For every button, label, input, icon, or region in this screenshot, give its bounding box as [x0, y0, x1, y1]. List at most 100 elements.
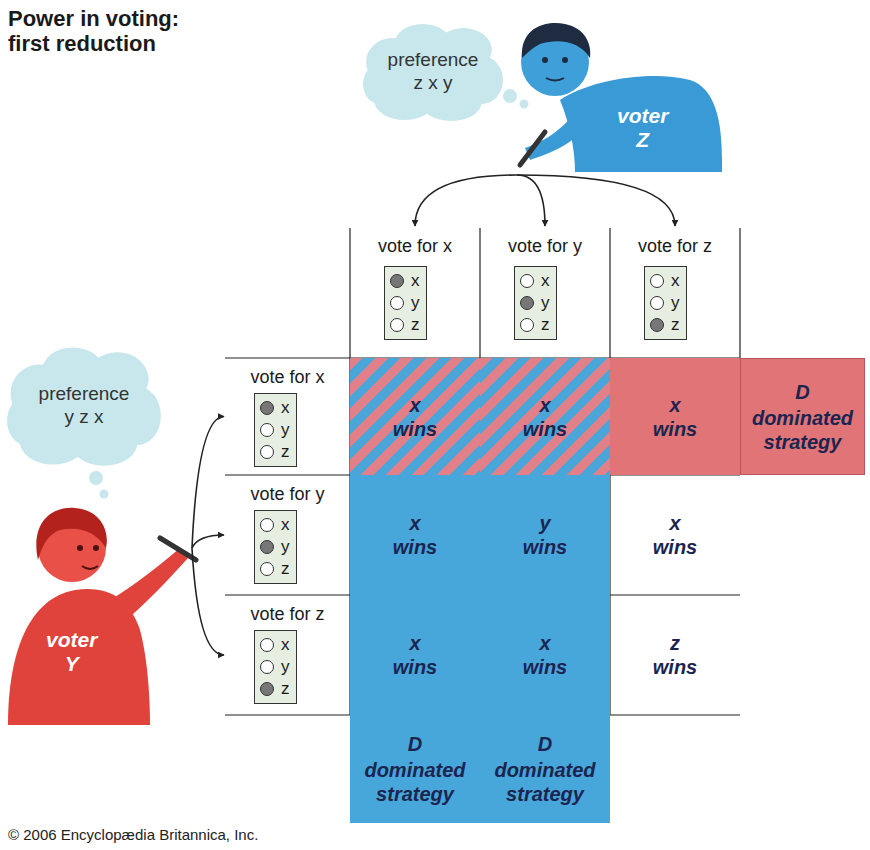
vote-option-header: vote for x xyz: [226, 359, 349, 474]
option-label: vote for x: [378, 236, 452, 257]
thought-dot: [520, 100, 529, 109]
ballot-row: z: [260, 441, 290, 463]
preference-order: z x y: [413, 72, 452, 95]
empty-circle: [520, 274, 534, 288]
voter-z-pen: [520, 132, 545, 165]
grid-lines: [225, 228, 740, 715]
vote-option-header: vote for zxyz: [226, 596, 349, 714]
ballot-option: y: [671, 293, 680, 313]
outcome-text: x wins: [523, 393, 567, 441]
ballot-row: z: [520, 314, 550, 336]
thought-bubble: preferencey z x: [6, 345, 162, 467]
outcome-text: x wins: [393, 393, 437, 441]
outcome-text: x wins: [393, 511, 437, 559]
voter-name: voter Z: [617, 104, 668, 152]
vote-option-header: vote for yxyz: [480, 228, 610, 356]
thought-dot: [503, 89, 517, 103]
preference-order: y z x: [64, 406, 103, 429]
ballot-row: x: [260, 397, 290, 419]
ballot-row: z: [650, 314, 680, 336]
ballot-option: y: [411, 293, 420, 313]
empty-circle: [650, 296, 664, 310]
ballot-option: y: [541, 293, 550, 313]
ballot-row: y: [260, 419, 290, 441]
marked-circle: [520, 296, 534, 310]
vote-choice-arrow: [192, 417, 224, 549]
vote-choice-arrow: [517, 175, 545, 226]
voter-z-figure: [520, 23, 722, 172]
outcome-cell: x wins: [480, 358, 610, 475]
ballot-option: z: [281, 679, 290, 699]
ballot-option: y: [281, 657, 290, 677]
empty-circle: [520, 318, 534, 332]
voter-name: voter Y: [46, 628, 97, 676]
vote-choice-arrow: [192, 535, 224, 548]
ballot: xyz: [384, 266, 427, 340]
outcome-cell: Ddominated strategy: [740, 358, 865, 475]
outcome-cell: y wins: [480, 475, 610, 595]
ballot-option: x: [411, 271, 420, 291]
ballot-option: y: [281, 420, 290, 440]
voter-z-hair: [522, 23, 590, 58]
outcome-text: z wins: [653, 631, 697, 679]
option-label: vote for x: [250, 367, 324, 388]
ballot-option: x: [671, 271, 680, 291]
ballot-option: x: [281, 635, 290, 655]
empty-circle: [390, 296, 404, 310]
ballot-row: z: [390, 314, 420, 336]
voter-z-eye: [562, 57, 568, 63]
ballot-row: z: [260, 678, 290, 700]
diagram-title: Power in voting: first reduction: [8, 6, 223, 57]
ballot-option: z: [411, 315, 420, 335]
voter-figure: voter Y: [0, 470, 192, 722]
ballot: xyz: [254, 630, 297, 704]
voter-y-figure: [8, 508, 196, 725]
ballot-row: x: [260, 634, 290, 656]
dominance-mark: D: [795, 380, 809, 404]
outcome-cell: Ddominated strategy: [480, 715, 610, 823]
outcome-cell: x wins: [480, 595, 610, 715]
ballot: xyz: [644, 266, 687, 340]
preference-label: preference: [39, 383, 130, 406]
empty-circle: [260, 562, 274, 576]
grid-line: [225, 594, 350, 595]
thought-dot: [89, 471, 103, 485]
ballot-row: y: [520, 292, 550, 314]
outcome-text: dominated strategy: [752, 406, 853, 454]
vote-choice-arrow: [415, 175, 517, 226]
outcome-text: dominated strategy: [494, 758, 595, 806]
vote-option-header: vote for y xyz: [226, 476, 349, 594]
empty-circle: [260, 445, 274, 459]
outcome-cell: Ddominated strategy: [350, 715, 480, 823]
option-label: vote for y: [250, 484, 324, 505]
voter-z-eye: [542, 57, 548, 63]
empty-circle: [260, 423, 274, 437]
grid-line: [610, 594, 740, 595]
outcome-text: x wins: [653, 393, 697, 441]
outcome-text: x wins: [653, 511, 697, 559]
grid-line: [225, 474, 350, 475]
voter-y-eye: [77, 545, 83, 551]
ballot-option: z: [281, 442, 290, 462]
vote-option-header: vote for x xyz: [350, 228, 480, 356]
vote-option-header: vote for zxyz: [610, 228, 740, 356]
ballot: xyz: [254, 393, 297, 467]
ballot-option: x: [281, 515, 290, 535]
voter-y-hair: [36, 508, 107, 560]
ballot-option: x: [541, 271, 550, 291]
voter-y-eye: [93, 545, 99, 551]
preference-label: preference: [388, 49, 479, 72]
thought-bubble: preferencez x y: [362, 22, 504, 122]
ballot-row: x: [650, 270, 680, 292]
voter-y-arm: [110, 548, 188, 625]
ballot-option: y: [281, 537, 290, 557]
ballot: xyz: [514, 266, 557, 340]
ballot-option: z: [281, 559, 290, 579]
empty-circle: [260, 518, 274, 532]
outcome-cell: x wins: [611, 476, 739, 594]
grid-line: [739, 228, 740, 358]
empty-circle: [650, 274, 664, 288]
marked-circle: [260, 540, 274, 554]
ballot-row: x: [390, 270, 420, 292]
